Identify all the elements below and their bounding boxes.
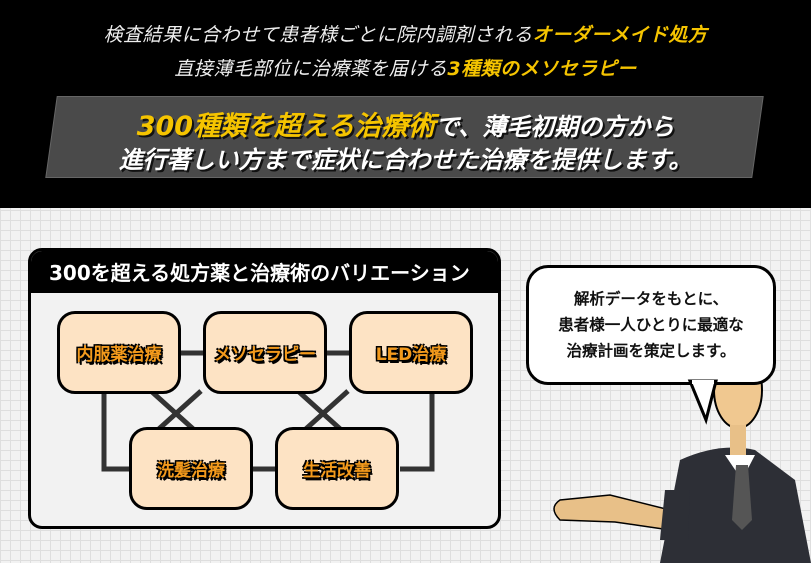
banner-highlight: 300種類を超える治療術 <box>136 111 436 142</box>
node-hair-washing: 洗髪治療 <box>129 427 253 510</box>
intro-line-2: 直接薄毛部位に治療薬を届ける3種類のメソセラピー <box>0 54 811 81</box>
node-led-treatment: LED治療 <box>349 311 473 394</box>
banner-line-2: 進行著しい方まで症状に合わせた治療を提供します。 <box>118 146 693 174</box>
intro-highlight-2: 3種類のメソセラピー <box>447 58 637 80</box>
treatment-variation-card: 300を超える処方薬と治療術のバリエーション 内服薬治療 メソセラピー LED治… <box>28 248 501 529</box>
banner-line-1: 300種類を超える治療術で、薄毛初期の方から <box>0 104 811 143</box>
intro-highlight-1: オーダーメイド処方 <box>532 24 708 46</box>
node-lifestyle: 生活改善 <box>275 427 399 510</box>
connector-lines <box>101 350 435 472</box>
card-title: 300を超える処方薬と治療術のバリエーション <box>31 251 498 293</box>
intro-text-1: 検査結果に合わせて患者様ごとに院内調剤される <box>103 24 533 46</box>
bubble-line: 解析データをもとに、 <box>573 290 729 308</box>
intro-text-2: 直接薄毛部位に治療薬を届ける <box>174 58 448 80</box>
bubble-line: 治療計画を策定します。 <box>566 342 736 360</box>
node-mesotherapy: メソセラピー <box>203 311 327 394</box>
bubble-line: 患者様一人ひとりに最適な <box>558 316 744 334</box>
speech-bubble: 解析データをもとに、 患者様一人ひとりに最適な 治療計画を策定します。 <box>526 265 776 385</box>
node-oral-medication: 内服薬治療 <box>57 311 181 394</box>
banner-text-1: で、薄毛初期の方から <box>435 113 675 141</box>
intro-line-1: 検査結果に合わせて患者様ごとに院内調剤されるオーダーメイド処方 <box>0 20 811 47</box>
